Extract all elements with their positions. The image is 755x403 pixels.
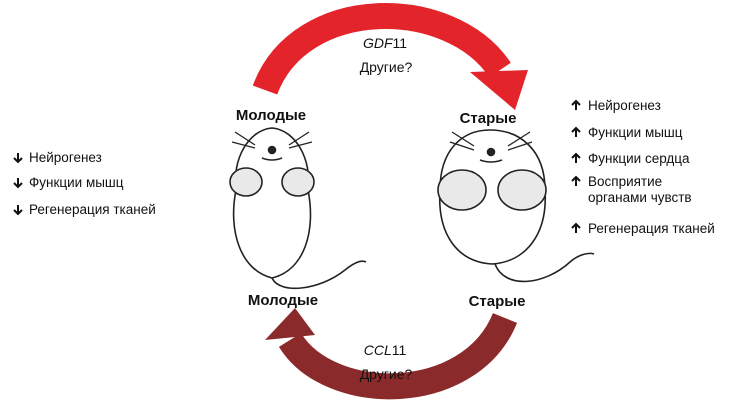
- old-mouse-illustration: [438, 130, 594, 281]
- up-arrow-icon: [572, 177, 580, 186]
- top-others-label: Другие?: [360, 59, 413, 75]
- bottom-others-label: Другие?: [360, 366, 413, 382]
- up-arrow-icon: [572, 154, 580, 163]
- effect-item-label: Функции сердца: [588, 151, 690, 166]
- effect-item-label: Восприятие: [588, 174, 662, 189]
- old-bottom-label: Старые: [469, 293, 526, 310]
- bottom-factor-label: CCL11: [364, 342, 407, 358]
- young-mouse-illustration: [230, 128, 366, 288]
- effect-item-label: Функции мышц: [588, 125, 683, 140]
- effect-item-label: органами чувств: [588, 190, 692, 205]
- effect-item-label: Регенерация тканей: [29, 202, 156, 217]
- young-top-label: Молодые: [236, 107, 306, 124]
- top-factor-label: GDF11: [363, 35, 407, 51]
- down-arrow-icon: [14, 205, 22, 214]
- down-arrow-icon: [14, 153, 22, 162]
- up-arrow-icon: [572, 128, 580, 137]
- young-bottom-label: Молодые: [248, 292, 318, 309]
- effect-item-label: Регенерация тканей: [588, 221, 715, 236]
- down-arrow-icon: [14, 178, 22, 187]
- effect-item-label: Нейрогенез: [29, 150, 102, 165]
- old-top-label: Старые: [460, 110, 517, 127]
- effect-item-label: Нейрогенез: [588, 98, 661, 113]
- effect-item-label: Функции мышц: [29, 175, 124, 190]
- up-arrow-icon: [572, 224, 580, 233]
- up-arrow-icon: [572, 101, 580, 110]
